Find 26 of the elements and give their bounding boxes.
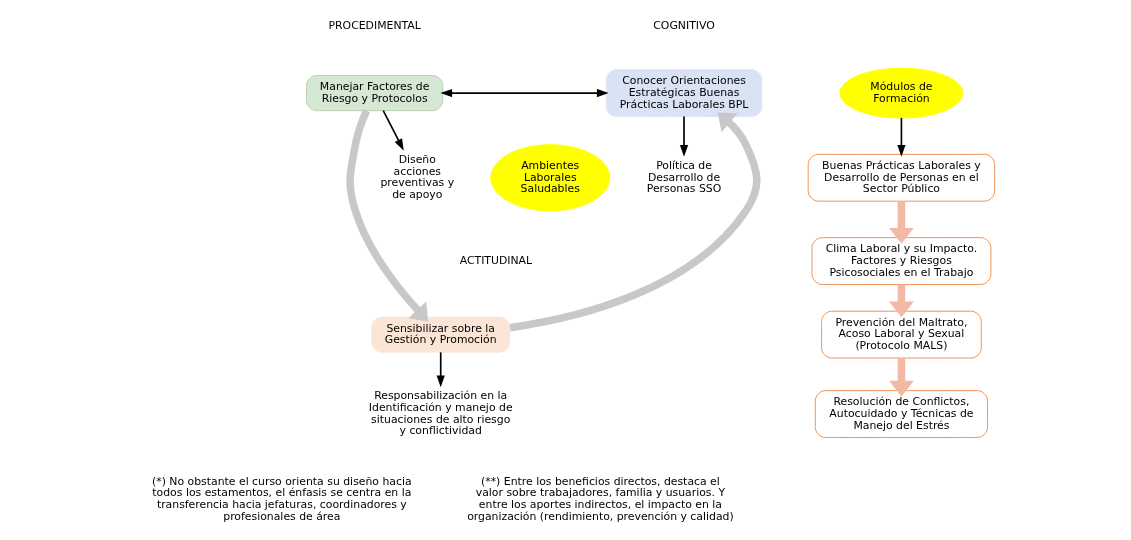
label: COGNITIVO	[653, 19, 715, 33]
node-ellipse: Ambientes Laborales Saludables	[490, 144, 611, 212]
label: (**) Entre los beneficios directos, destaca el valor sobre trabajadores, familia y usuarios. Y entre los aportes indirectos, el impacto en la organización (rendimiento, prevención y calidad)	[467, 474, 734, 523]
label: PROCEDIMENTAL	[328, 19, 421, 33]
label: (*) No obstante el curso orienta su diseño hacia todos los estamentos, el énfasis se centra en la transferencia hacia jefaturas, coordinadores y profesionales de área	[152, 474, 412, 523]
node-box: Prevención del Maltrato, Acoso Laboral y Sexual (Protocolo MALS)	[821, 310, 982, 359]
arrow	[436, 351, 445, 388]
node-box: Conocer Orientaciones Estratégicas Buenas Prácticas Laborales BPL	[605, 69, 763, 117]
node-box: Buenas Prácticas Laborales y Desarrollo de Personas en el Sector Público	[807, 153, 996, 202]
node-text: Política de Desarrollo de Personas SSO	[646, 158, 722, 196]
arrow	[509, 112, 761, 332]
arrow	[440, 88, 609, 98]
node-box: Resolución de Conflictos, Autocuidado y Técnicas de Manejo del Estrés	[814, 390, 988, 438]
node-text: Diseño acciones preventivas y de apoyo	[380, 153, 455, 202]
node-ellipse: Módulos de Formación	[839, 67, 964, 119]
node-box: Manejar Factores de Riesgo y Protocolos	[306, 75, 444, 112]
label: ACTITUDINAL	[459, 253, 533, 267]
node-box: Sensibilizar sobre la Gestión y Promoción	[371, 316, 511, 353]
arrow	[889, 358, 914, 397]
node-box: Clima Laboral y su Impacto. Factores y Riesgos Psicosociales en el Trabajo	[811, 237, 992, 285]
arrow	[679, 115, 689, 157]
arrow	[346, 109, 428, 322]
arrow	[889, 201, 914, 244]
node-text: Responsabilización en la Identificación y manejo de situaciones de alto riesgo y conflictividad	[368, 389, 513, 438]
arrow	[897, 117, 906, 157]
arrow	[382, 109, 404, 151]
